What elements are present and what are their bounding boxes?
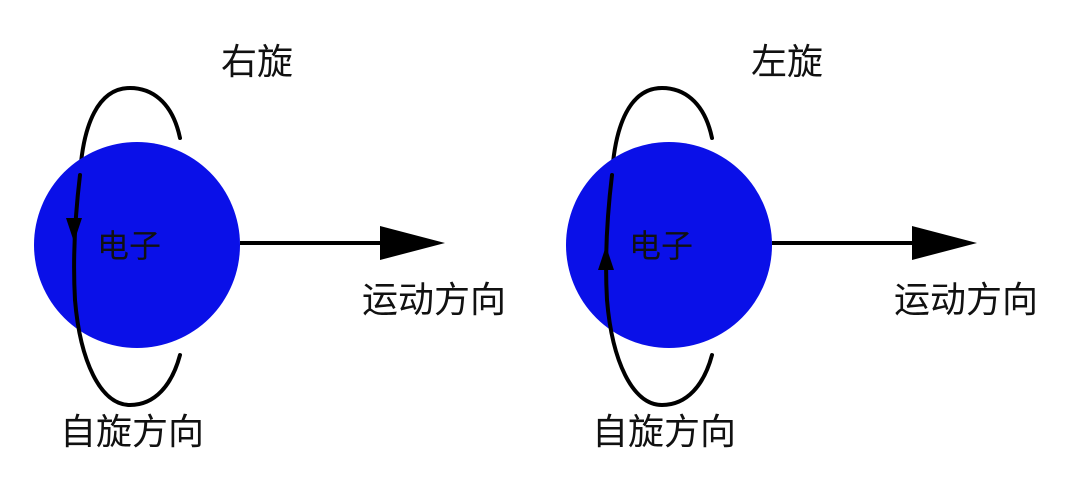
panel-left-spin: 电子 左旋 运动方向 自旋方向: [566, 42, 1038, 453]
electron-label: 电子: [629, 227, 693, 265]
panel-title: 左旋: [751, 42, 823, 83]
panel-title: 右旋: [221, 42, 293, 83]
motion-arrowhead: [380, 226, 445, 260]
motion-arrowhead: [912, 226, 977, 260]
motion-direction-label: 运动方向: [362, 280, 506, 321]
electron-label: 电子: [97, 227, 161, 265]
spin-direction-label: 自旋方向: [60, 412, 204, 453]
panel-right-spin: 电子 右旋 运动方向 自旋方向: [34, 42, 506, 453]
motion-direction-label: 运动方向: [894, 280, 1038, 321]
spin-direction-label: 自旋方向: [592, 412, 736, 453]
